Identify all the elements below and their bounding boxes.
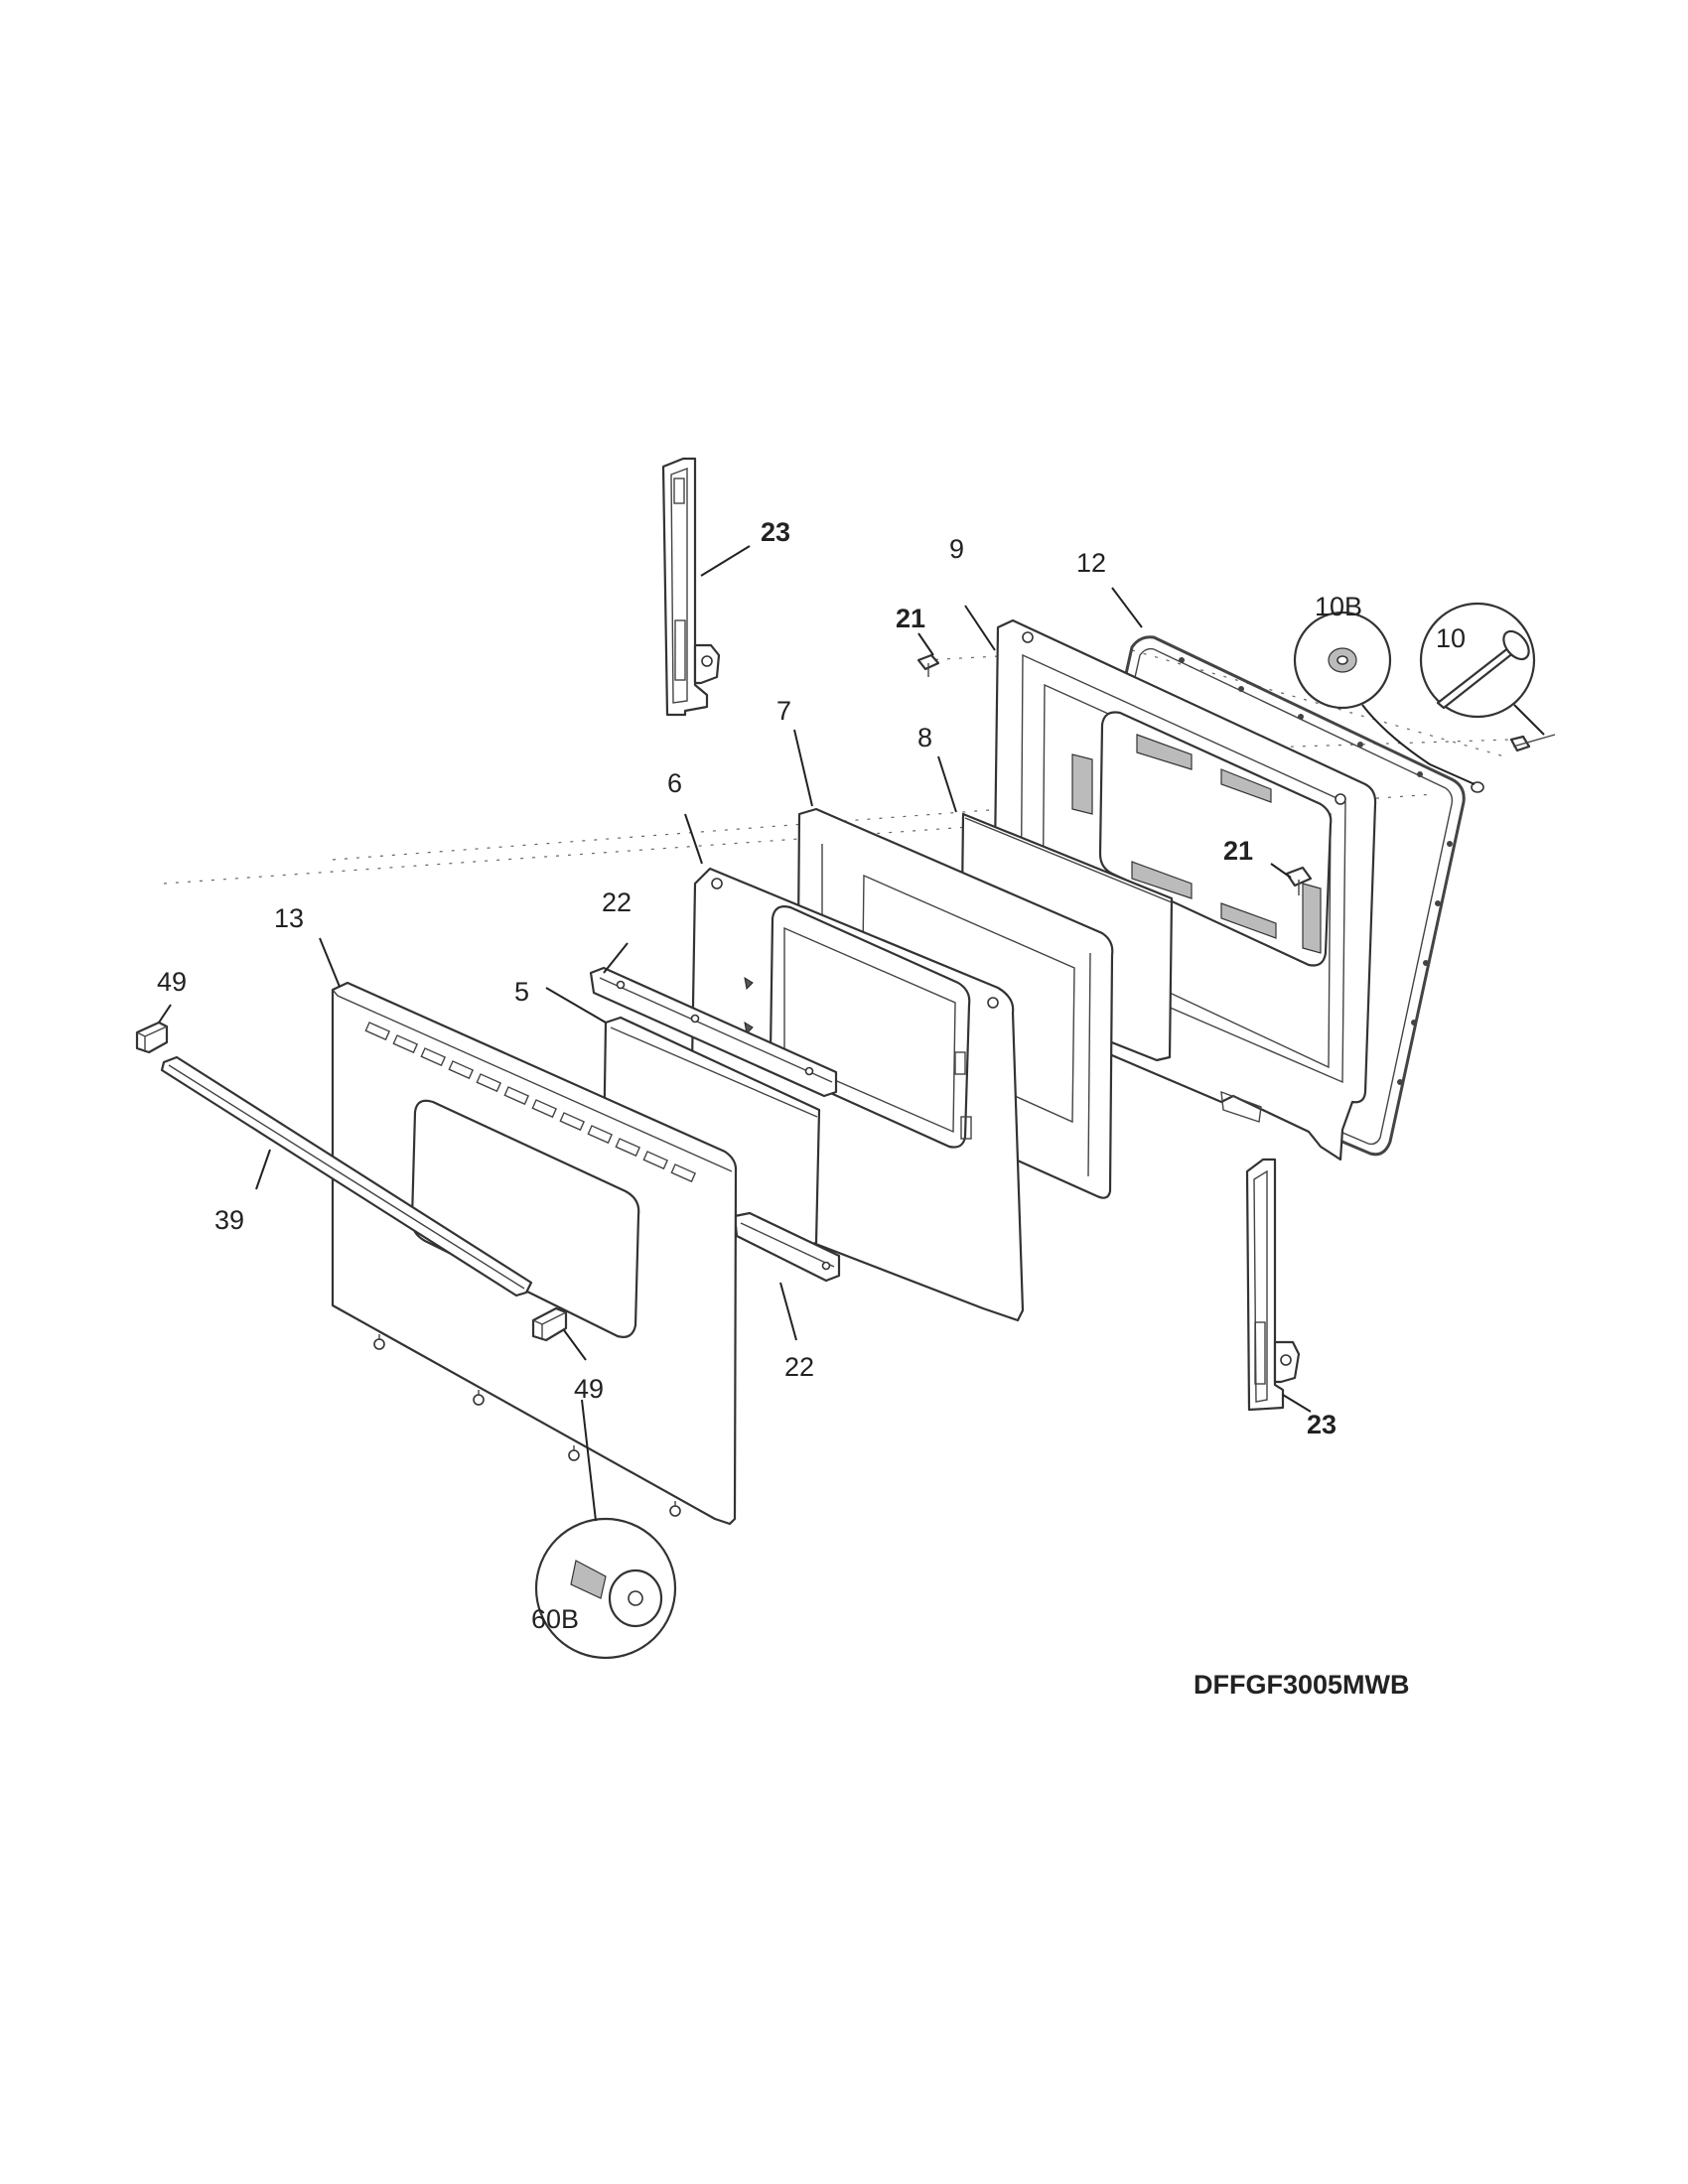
callout-insulation-frame: 7: [776, 696, 791, 726]
callout-clip-inner: 21: [1223, 836, 1253, 866]
end-cap-right: [531, 1306, 568, 1342]
model-number: DFFGF3005MWB: [1194, 1670, 1410, 1700]
screw-1: [373, 1334, 385, 1350]
callout-end-cap-left: 49: [157, 967, 187, 997]
trim-strip: [160, 1055, 533, 1297]
channel-bottom: [733, 1211, 841, 1283]
bolt-small: [1509, 734, 1556, 752]
bolt-detail: [1419, 602, 1545, 736]
washer-detail: [1293, 611, 1476, 785]
outer-panel: [331, 981, 738, 1526]
callout-gasket: 12: [1076, 548, 1106, 578]
callout-end-cap-right: 49: [574, 1374, 604, 1404]
callout-outer-glass: 5: [514, 977, 529, 1007]
callout-clip-top: 21: [896, 604, 925, 633]
callout-hinge-bottom: 23: [1307, 1410, 1336, 1439]
vent-slots: [364, 1022, 697, 1183]
callout-screw: 60B: [531, 1604, 579, 1634]
callout-labels: 23 9 12 10B 10 21 21 7 8 6 22 13 5 49 39…: [157, 517, 1466, 1634]
clip-inner: [1285, 866, 1313, 895]
callout-channel-top: 22: [602, 887, 632, 917]
screw-2: [473, 1390, 485, 1406]
screw-3: [568, 1445, 580, 1461]
callout-bolt: 10: [1436, 623, 1466, 653]
end-cap-left: [135, 1021, 169, 1054]
callout-outer-panel: 13: [274, 903, 304, 933]
leader-lines: [158, 545, 1312, 1413]
callout-channel-bottom: 22: [784, 1352, 814, 1382]
callout-glass-frame: 6: [667, 768, 682, 798]
hinge-bottom: [1245, 1158, 1301, 1412]
callout-washer: 10B: [1315, 592, 1362, 621]
hinge-top: [661, 457, 721, 717]
clip-top: [916, 653, 940, 677]
callout-inner-door: 9: [949, 534, 964, 564]
panel-screws: [373, 1334, 681, 1517]
callout-trim: 39: [214, 1205, 244, 1235]
channel-top: [589, 966, 838, 1098]
callout-hinge-top: 23: [761, 517, 790, 547]
washer-small: [1471, 781, 1484, 793]
screw-detail: [534, 1399, 677, 1660]
screw-4: [669, 1501, 681, 1517]
callout-inner-glass: 8: [917, 723, 932, 752]
